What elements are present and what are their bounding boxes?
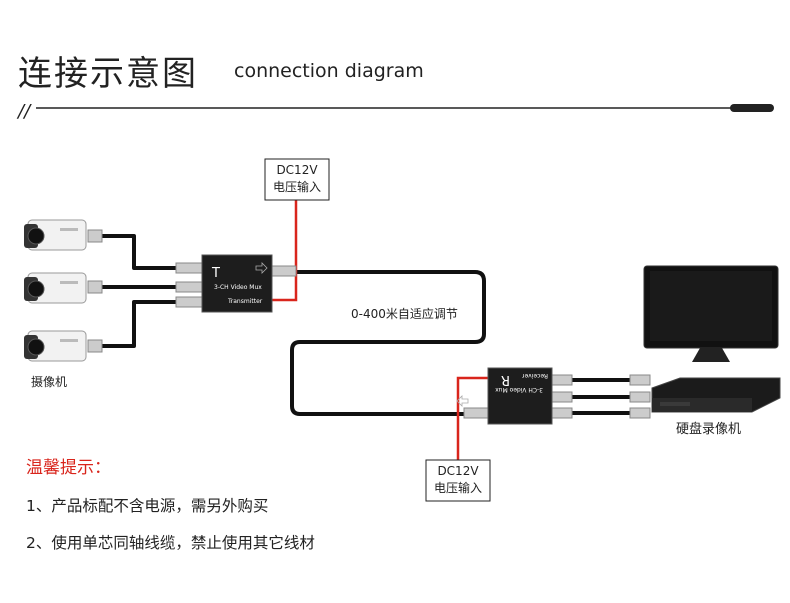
power-top-voltage: DC12V [276, 163, 318, 177]
dvr-label: 硬盘录像机 [676, 422, 742, 437]
transmitter-letter: T [211, 266, 220, 281]
arrow-icon [456, 395, 469, 407]
power-top-text: 电压输入 [272, 180, 321, 194]
transmitter-model: 3-CH Video Mux [214, 284, 262, 291]
power-bottom-voltage: DC12V [437, 464, 479, 478]
receiver-letter: R [501, 372, 510, 387]
power-box-bottom [425, 459, 491, 502]
bnc-connectors-receiver [463, 374, 651, 419]
transmitter-box: T 3-CH Video Mux Transmitter [201, 254, 273, 313]
coax-cable-long [290, 270, 488, 416]
transmitter-type: Transmitter [227, 298, 263, 305]
camera-icon [24, 272, 87, 304]
camera-icon [24, 219, 87, 251]
power-label-bottom: DC12V 电压输入 [426, 463, 490, 497]
power-line-top [270, 200, 298, 302]
tip-item: 1、产品标配不含电源，需另外购买 [26, 497, 269, 515]
cable-length-label: 0-400米自适应调节 [351, 307, 458, 321]
power-box-top [264, 158, 330, 201]
receiver-type: Receiver [522, 372, 548, 379]
camera-icon [24, 330, 87, 362]
bnc-connectors-cameras [87, 229, 103, 353]
title-english: connection diagram [234, 60, 424, 82]
tip-item: 2、使用单芯同轴线缆，禁止使用其它线材 [26, 534, 315, 552]
tips-title: 温馨提示： [26, 458, 111, 478]
header-rule-end [730, 104, 774, 112]
monitor-icon [643, 265, 779, 362]
receiver-model: 3-CH Video Mux [495, 386, 543, 393]
power-bottom-text: 电压输入 [433, 481, 482, 495]
power-line-bottom [456, 376, 488, 460]
receiver-box: R 3-CH Video Mux Receiver [456, 367, 553, 425]
camera-cables [100, 234, 182, 348]
dvr-icon [651, 377, 781, 413]
arrow-icon [255, 262, 268, 274]
camera-label: 摄像机 [31, 375, 68, 389]
rule-mark: // [16, 101, 32, 122]
title-chinese: 连接示意图 [18, 54, 198, 94]
power-label-top: DC12V 电压输入 [265, 162, 329, 196]
